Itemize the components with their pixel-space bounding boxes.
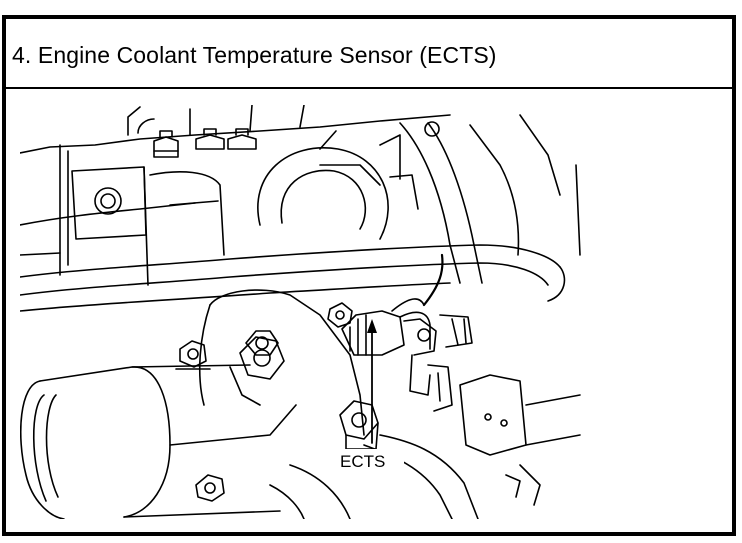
bottom-hoses xyxy=(269,434,479,519)
bottom-nut xyxy=(195,474,225,502)
ects-callout-arrow xyxy=(367,319,377,444)
right-hose xyxy=(399,114,581,284)
lower-outlet-pipe xyxy=(20,289,365,519)
horizontal-pipe xyxy=(20,244,566,312)
engine-line-drawing: ECTS xyxy=(20,105,590,519)
lower-bolt xyxy=(239,336,379,450)
engine-block-upper xyxy=(20,105,451,276)
page-title: 4. Engine Coolant Temperature Sensor (EC… xyxy=(12,42,497,68)
engine-illustration-svg: ECTS xyxy=(20,105,581,519)
sensor-connector xyxy=(341,253,473,412)
left-bracket xyxy=(71,166,225,286)
ects-callout-label: ECTS xyxy=(340,452,385,471)
right-lower-bracket xyxy=(459,374,581,506)
title-cell: 4. Engine Coolant Temperature Sensor (EC… xyxy=(6,19,732,89)
ects-callout: ECTS xyxy=(338,449,404,473)
figure-frame: 4. Engine Coolant Temperature Sensor (EC… xyxy=(2,15,736,536)
top-bolts xyxy=(153,128,257,158)
center-nuts xyxy=(175,302,353,370)
thermostat-housing xyxy=(257,130,419,240)
